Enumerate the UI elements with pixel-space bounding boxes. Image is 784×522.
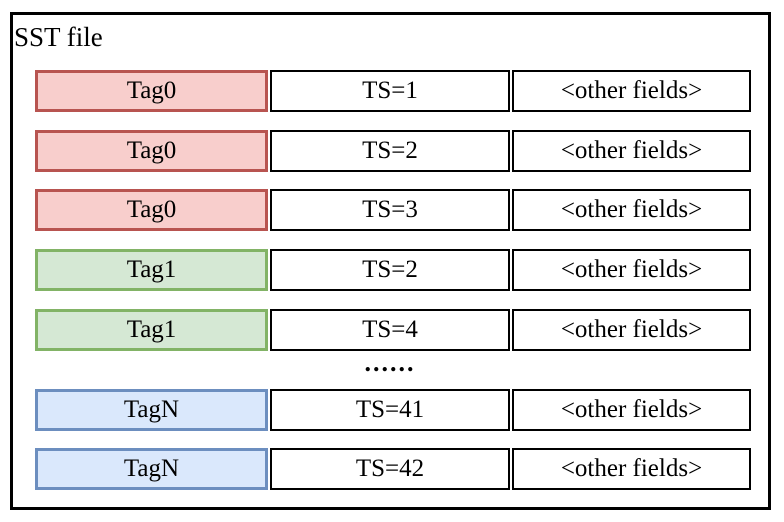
record-row: TagN TS=42 <other fields>	[0, 448, 784, 490]
record-row: Tag1 TS=2 <other fields>	[0, 249, 784, 291]
record-row: Tag0 TS=1 <other fields>	[0, 70, 784, 112]
tag-cell: Tag1	[35, 249, 268, 291]
other-fields-cell: <other fields>	[512, 309, 751, 351]
tag-cell: Tag1	[35, 309, 268, 351]
other-fields-cell: <other fields>	[512, 130, 751, 172]
tag-cell: TagN	[35, 448, 268, 490]
ellipsis: ......	[364, 348, 416, 377]
other-fields-cell: <other fields>	[512, 189, 751, 231]
record-row: TagN TS=41 <other fields>	[0, 389, 784, 431]
timestamp-cell: TS=42	[270, 448, 510, 490]
timestamp-cell: TS=3	[270, 189, 510, 231]
other-fields-cell: <other fields>	[512, 448, 751, 490]
tag-cell: Tag0	[35, 70, 268, 112]
timestamp-cell: TS=41	[270, 389, 510, 431]
record-row: Tag0 TS=2 <other fields>	[0, 130, 784, 172]
timestamp-cell: TS=2	[270, 130, 510, 172]
tag-cell: Tag0	[35, 189, 268, 231]
tag-cell: Tag0	[35, 130, 268, 172]
timestamp-cell: TS=4	[270, 309, 510, 351]
record-row: Tag1 TS=4 <other fields>	[0, 309, 784, 351]
other-fields-cell: <other fields>	[512, 389, 751, 431]
other-fields-cell: <other fields>	[512, 70, 751, 112]
tag-cell: TagN	[35, 389, 268, 431]
sst-file-label: SST file	[14, 22, 103, 52]
timestamp-cell: TS=1	[270, 70, 510, 112]
timestamp-cell: TS=2	[270, 249, 510, 291]
record-row: Tag0 TS=3 <other fields>	[0, 189, 784, 231]
other-fields-cell: <other fields>	[512, 249, 751, 291]
